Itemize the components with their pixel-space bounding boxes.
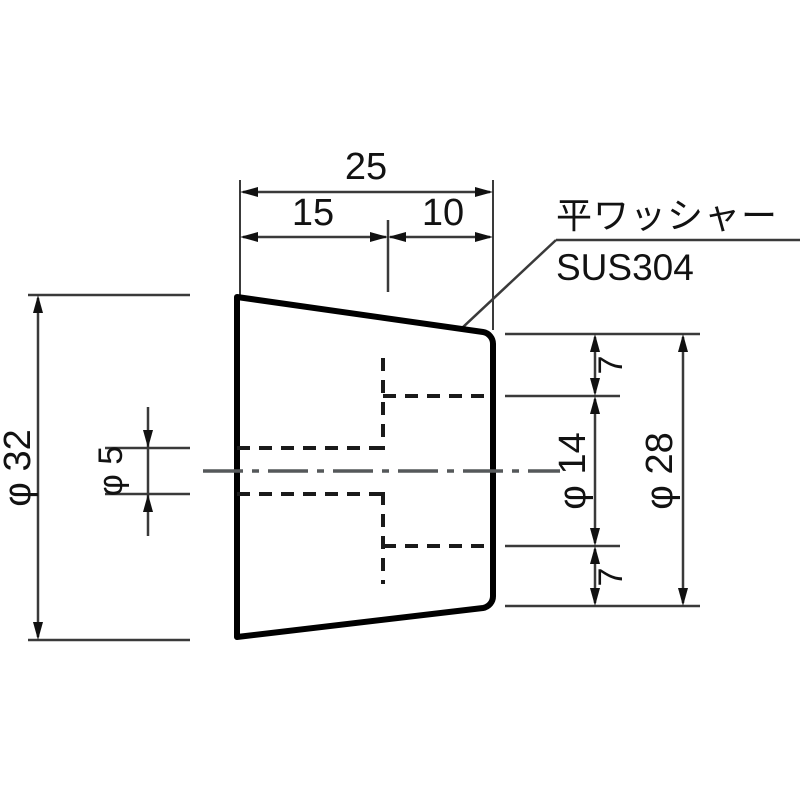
arrow-7-top-upper: [590, 334, 600, 352]
arrow-25-right: [475, 187, 493, 197]
dimension-label-phi32: φ 32: [0, 429, 39, 506]
bumper-outline: [234, 294, 496, 640]
arrow-15-right: [370, 232, 388, 242]
phi5-dimension-group: φ 5: [92, 407, 190, 536]
arrow-phi32-top: [33, 295, 43, 313]
arrow-phi5-top: [143, 430, 153, 448]
arrow-phi14-top: [590, 396, 600, 414]
phi14-dimension-group: 7 φ 14 7: [552, 334, 630, 606]
bumper-body-group: [234, 294, 496, 640]
dimension-label-phi5: φ 5: [92, 446, 130, 496]
arrow-phi14-bottom: [590, 528, 600, 546]
right-extension-lines-group: [505, 332, 700, 608]
arrow-phi28-bottom: [678, 588, 688, 606]
arrow-10-left: [388, 232, 406, 242]
dimension-label-10: 10: [422, 192, 464, 234]
arrow-25-left: [240, 187, 258, 197]
arrow-7-bottom-upper: [590, 546, 600, 564]
dimension-label-phi28: φ 28: [639, 432, 681, 509]
callout-material: SUS304: [556, 247, 694, 288]
arrow-7-bottom-lower: [590, 588, 600, 606]
arrow-phi5-bottom: [143, 494, 153, 512]
phi32-dimension-group: φ 32: [0, 293, 190, 642]
top-dimension-group: 25 15 10: [239, 146, 494, 330]
arrow-15-left: [240, 232, 258, 242]
callout-part-name: 平ワッシャー: [556, 196, 778, 237]
arrow-phi32-bottom: [33, 622, 43, 640]
arrow-7-top-lower: [590, 378, 600, 396]
dimension-label-7-top: 7: [592, 356, 630, 375]
hidden-features-group: [237, 358, 491, 584]
phi28-dimension-group: φ 28: [639, 334, 688, 606]
dimension-label-15: 15: [292, 192, 334, 234]
arrow-phi28-top: [678, 334, 688, 352]
dimension-label-7-bottom: 7: [592, 568, 630, 587]
dimension-label-25: 25: [345, 146, 387, 188]
arrow-10-right: [475, 232, 493, 242]
dimension-label-phi14: φ 14: [552, 432, 594, 509]
